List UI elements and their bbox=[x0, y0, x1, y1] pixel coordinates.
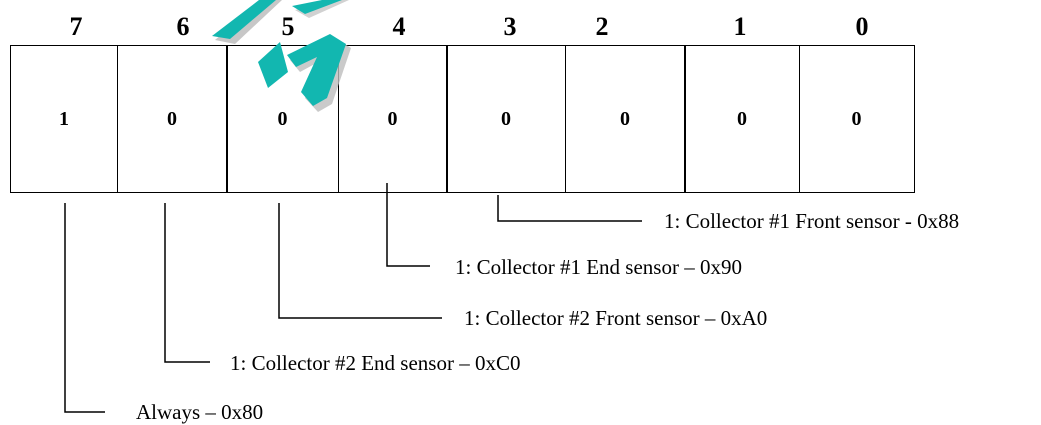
bit-value-0: 0 bbox=[851, 107, 862, 130]
bit-number-6: 6 bbox=[176, 12, 190, 41]
bit-cell-6: 0 bbox=[116, 45, 228, 193]
bit-value-7: 1 bbox=[59, 107, 69, 130]
leader-line-bit-4 bbox=[386, 183, 430, 267]
bit-number-3: 3 bbox=[503, 12, 517, 41]
bit-number-0: 0 bbox=[855, 12, 869, 41]
label-bit-4: 1: Collector #1 End sensor – 0x90 bbox=[455, 255, 742, 279]
bit-number-5: 5 bbox=[281, 12, 295, 41]
bit-value-6: 0 bbox=[167, 107, 177, 130]
bit-cell-4: 0 bbox=[337, 45, 448, 193]
bit-value-4: 0 bbox=[387, 107, 398, 130]
bit-number-7: 7 bbox=[69, 12, 83, 41]
bit-number-4: 4 bbox=[392, 12, 406, 41]
leader-line-bit-6 bbox=[164, 203, 210, 363]
label-bit-3: 1: Collector #1 Front sensor - 0x88 bbox=[664, 209, 960, 233]
bit-number-1: 1 bbox=[733, 12, 747, 41]
bit-cell-7: 1 bbox=[10, 45, 118, 193]
register-row: 1 0 0 0 0 0 0 0 bbox=[10, 45, 916, 193]
label-bit-7: Always – 0x80 bbox=[136, 400, 264, 424]
leader-line-bit-7 bbox=[64, 203, 105, 413]
label-bit-5: 1: Collector #2 Front sensor – 0xA0 bbox=[464, 306, 768, 330]
bit-value-3: 0 bbox=[501, 107, 511, 130]
bit-cell-3: 0 bbox=[446, 45, 566, 193]
bit-value-5: 0 bbox=[277, 107, 288, 130]
label-bit-6: 1: Collector #2 End sensor – 0xC0 bbox=[230, 351, 521, 375]
leader-line-bit-5 bbox=[278, 203, 442, 319]
bit-number-2: 2 bbox=[595, 12, 609, 41]
bit-cell-0: 0 bbox=[798, 45, 915, 193]
bit-cell-5: 0 bbox=[226, 45, 339, 193]
leader-line-bit-3 bbox=[497, 195, 642, 222]
bit-cell-2: 0 bbox=[564, 45, 686, 193]
bit-value-2: 0 bbox=[620, 107, 630, 130]
bit-cell-1: 0 bbox=[684, 45, 800, 193]
bit-value-1: 0 bbox=[737, 107, 747, 130]
